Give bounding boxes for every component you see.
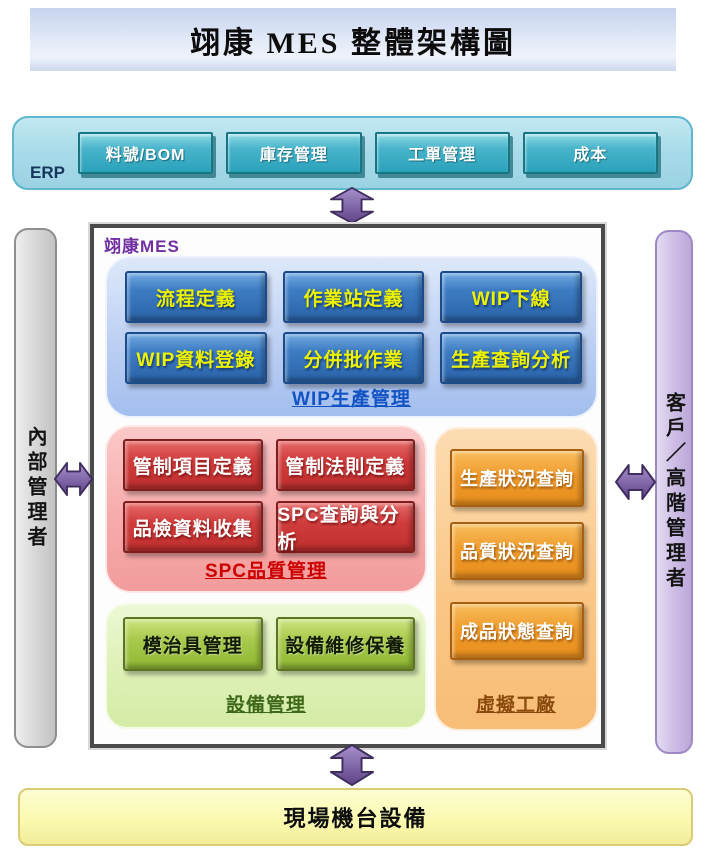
wip-box-row-2: WIP資料登錄 分併批作業 生產查詢分析 <box>125 332 583 384</box>
equipment-section-label: 設備管理 <box>225 695 306 716</box>
mes-equipment-updown-arrow-icon <box>330 744 374 786</box>
wip-box-wip-offline: WIP下線 <box>440 271 583 323</box>
erp-mes-updown-arrow-icon <box>330 187 374 224</box>
equipment-box-mold-tool-management: 模治具管理 <box>123 617 263 671</box>
customer-manager-sidebar: 客戶／高階管理者 <box>655 230 693 754</box>
spc-box-row-2: 品檢資料收集 SPC查詢與分析 <box>123 501 415 553</box>
erp-box-row: 料號/BOM 庫存管理 工單管理 成本 <box>78 132 658 174</box>
equipment-section: 模治具管理 設備維修保養 設備管理 <box>105 603 427 729</box>
wip-box-data-entry: WIP資料登錄 <box>125 332 267 384</box>
erp-box-workorder: 工單管理 <box>374 132 510 174</box>
wip-box-row-1: 流程定義 作業站定義 WIP下線 <box>125 271 583 323</box>
wip-box-split-merge-batch: 分併批作業 <box>282 332 425 384</box>
wip-box-flow-definition: 流程定義 <box>125 271 267 323</box>
spc-section-label: SPC品質管理 <box>204 561 328 582</box>
wip-section-label: WIP生產管理 <box>292 389 411 410</box>
wip-production-section: 流程定義 作業站定義 WIP下線 WIP資料登錄 分併批作業 生產查詢分析 WI… <box>105 256 598 418</box>
page-title: 翊康 MES 整體架構圖 <box>189 26 516 60</box>
mes-customer-leftright-arrow-icon <box>615 463 656 501</box>
vf-box-quality-status-query: 品質狀況查詢 <box>450 522 584 580</box>
erp-panel: ERP 料號/BOM 庫存管理 工單管理 成本 <box>12 116 693 190</box>
spc-quality-section: 管制項目定義 管制法則定義 品檢資料收集 SPC查詢與分析 SPC品質管理 <box>105 425 427 593</box>
virtual-factory-section: 生產狀況查詢 品質狀況查詢 成品狀態查詢 虛擬工廠 <box>434 427 598 731</box>
spc-box-inspection-data-collection: 品檢資料收集 <box>123 501 263 553</box>
virtual-factory-section-label: 虛擬工廠 <box>475 695 556 716</box>
internal-manager-label: 內部管理者 <box>24 425 46 551</box>
wip-box-station-definition: 作業站定義 <box>282 271 425 323</box>
spc-box-control-rule-definition: 管制法則定義 <box>275 439 415 491</box>
internal-mes-leftright-arrow-icon <box>54 461 93 497</box>
internal-manager-sidebar: 內部管理者 <box>14 228 57 748</box>
spc-box-control-item-definition: 管制項目定義 <box>123 439 263 491</box>
mes-panel-label: 翊康MES <box>104 237 180 256</box>
equipment-box-row: 模治具管理 設備維修保養 <box>123 617 415 671</box>
mes-panel: 翊康MES 流程定義 作業站定義 WIP下線 WIP資料登錄 分併批作業 生產查… <box>90 224 605 748</box>
erp-box-inventory: 庫存管理 <box>226 132 362 174</box>
vf-box-production-status-query: 生產狀況查詢 <box>450 449 584 507</box>
shop-floor-equipment-label: 現場機台設備 <box>283 806 428 831</box>
vf-box-product-status-query: 成品狀態查詢 <box>450 602 584 660</box>
customer-manager-label: 客戶／高階管理者 <box>662 392 685 592</box>
spc-box-query-analysis: SPC查詢與分析 <box>275 501 415 553</box>
erp-label: ERP <box>30 163 65 182</box>
title-banner: 翊康 MES 整體架構圖 <box>30 8 676 71</box>
spc-box-row-1: 管制項目定義 管制法則定義 <box>123 439 415 491</box>
equipment-box-maintenance: 設備維修保養 <box>275 617 415 671</box>
wip-box-production-query: 生產查詢分析 <box>440 332 583 384</box>
erp-box-bom: 料號/BOM <box>78 132 214 174</box>
shop-floor-equipment-bar: 現場機台設備 <box>18 788 693 846</box>
erp-box-cost: 成本 <box>522 132 658 174</box>
